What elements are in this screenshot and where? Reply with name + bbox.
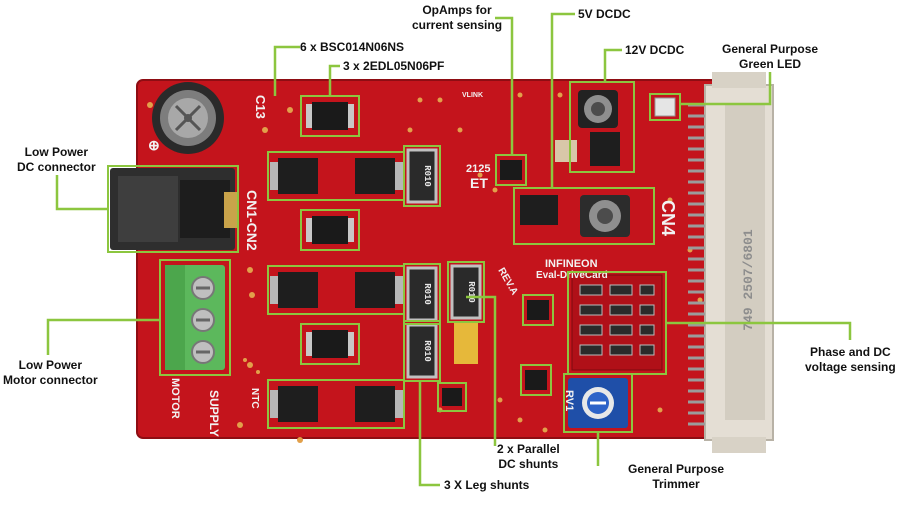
silk-et: ET: [470, 175, 488, 191]
voltage-sensing-resistors: [571, 274, 663, 371]
label-dc-shunts: 2 x Parallel DC shunts: [497, 442, 560, 472]
dc-barrel-connector: [110, 168, 238, 250]
label-trimmer-line2: Trimmer: [652, 477, 700, 491]
dcdc-converters: [520, 90, 630, 237]
silk-date-code: 2125: [466, 163, 490, 175]
shunt-marking-2: R010: [422, 283, 432, 305]
capacitor-c13: ⊕: [148, 82, 224, 154]
silk-cn1-cn2: CN1-CN2: [244, 190, 260, 251]
label-dcdc12-text: 12V DCDC: [625, 43, 685, 57]
silk-board-name: Eval-DriveCard: [536, 270, 608, 281]
gate-driver-array: [306, 102, 354, 358]
shunt-marking-4: R010: [466, 281, 476, 303]
silk-ntc: NTC: [249, 388, 260, 409]
label-trimmer-line1: General Purpose: [628, 462, 725, 476]
leg-shunts: R010 R010 R010: [406, 148, 438, 379]
label-voltage-sensing: Phase and DC voltage sensing: [805, 345, 896, 375]
label-drivers: 3 x 2EDL05N06PF: [343, 59, 444, 74]
green-led: [654, 97, 676, 117]
label-led-line2: Green LED: [739, 57, 802, 71]
silk-vlink: VLINK: [462, 92, 483, 99]
label-dcdc12: 12V DCDC: [625, 43, 684, 58]
label-dcdc5-text: 5V DCDC: [578, 7, 631, 21]
label-dc-connector-line1: Low Power: [24, 145, 89, 159]
silk-c13: C13: [253, 95, 268, 119]
label-mosfets: 6 x BSC014N06NS: [300, 40, 404, 55]
label-led: General Purpose Green LED: [722, 42, 818, 72]
cn4-edge-connector: 749 2507/6801: [688, 72, 774, 453]
label-leg-shunts: 3 X Leg shunts: [444, 478, 529, 493]
vias: [147, 92, 703, 443]
mosfet-array: [270, 158, 403, 422]
dc-shunts: R010: [450, 264, 482, 364]
label-voltage-sensing-line1: Phase and DC: [810, 345, 891, 359]
label-opamps-line2: current sensing: [412, 18, 503, 32]
label-dc-connector-line2: DC connector: [17, 160, 96, 174]
component-highlights: [107, 81, 681, 433]
label-dc-connector: Low Power DC connector: [17, 145, 96, 175]
motor-terminal-block: [165, 265, 225, 370]
label-dc-shunts-line1: 2 x Parallel: [497, 442, 560, 456]
label-trimmer: General Purpose Trimmer: [628, 462, 724, 492]
silk-brand: INFINEON: [545, 258, 598, 270]
silk-rv1: RV1: [563, 390, 575, 411]
label-mosfets-text: 6 x BSC014N06NS: [300, 40, 405, 54]
shunt-marking-3: R010: [422, 340, 432, 362]
label-voltage-sensing-line2: voltage sensing: [805, 360, 896, 374]
label-led-line1: General Purpose: [722, 42, 819, 56]
label-dc-shunts-line2: DC shunts: [498, 457, 559, 471]
label-leg-shunts-text: 3 X Leg shunts: [444, 478, 530, 492]
label-opamps-line1: OpAmps for: [422, 3, 492, 17]
callout-lines: [46, 12, 852, 487]
label-drivers-text: 3 x 2EDL05N06PF: [343, 59, 445, 73]
silk-motor: MOTOR: [169, 378, 181, 419]
connector-marking: 749 2507/6801: [741, 229, 756, 331]
label-dcdc5: 5V DCDC: [578, 7, 631, 22]
label-opamps: OpAmps for current sensing: [412, 3, 502, 33]
silk-supply: SUPPLY: [207, 390, 221, 437]
shunt-marking-1: R010: [422, 165, 432, 187]
silk-cn4: CN4: [658, 200, 678, 236]
label-motor-connector-line2: Motor connector: [3, 373, 98, 387]
opamp-chips: [442, 160, 549, 406]
label-motor-connector-line1: Low Power: [18, 358, 82, 372]
svg-text:⊕: ⊕: [148, 137, 160, 153]
label-motor-connector: Low Power Motor connector: [3, 358, 98, 388]
trimmer-potentiometer: [568, 378, 628, 428]
